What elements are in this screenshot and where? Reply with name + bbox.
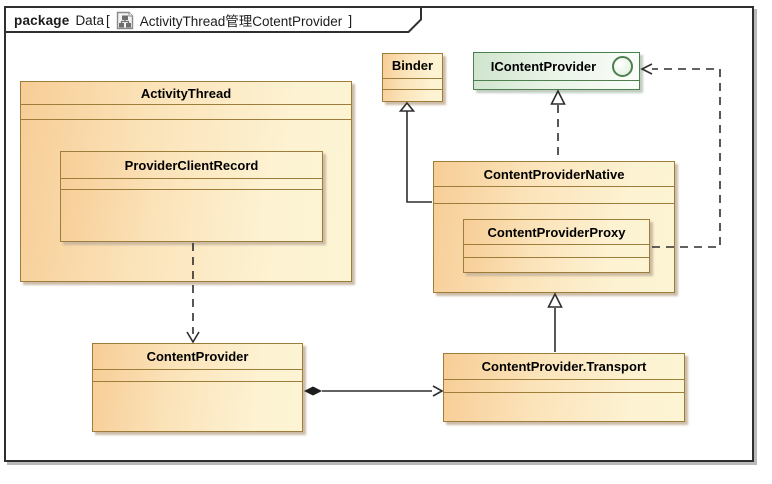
interface-title: IContentProvider bbox=[490, 59, 597, 74]
compartment-separator bbox=[464, 257, 649, 258]
class-contentprovider: ContentProvider bbox=[92, 343, 303, 432]
compartment-separator bbox=[444, 392, 684, 393]
compartment-separator bbox=[21, 104, 351, 105]
interface-ball-icon bbox=[612, 56, 633, 77]
interface-icontentprovider: IContentProvider bbox=[473, 52, 640, 90]
class-title: ContentProvider bbox=[146, 349, 249, 364]
compartment-separator bbox=[434, 186, 674, 187]
compartment-separator bbox=[383, 89, 442, 90]
class-title: ProviderClientRecord bbox=[124, 158, 259, 173]
class-binder: Binder bbox=[382, 53, 443, 102]
compartment-separator bbox=[61, 189, 322, 190]
package-keyword: package bbox=[14, 12, 70, 28]
compartment-separator bbox=[383, 78, 442, 79]
diagram-name: ActivityThread管理CotentProvider bbox=[139, 14, 343, 29]
class-title: ActivityThread bbox=[140, 86, 232, 101]
class-title: ContentProvider.Transport bbox=[481, 359, 647, 374]
class-title: ContentProviderProxy bbox=[487, 225, 626, 240]
class-title: ContentProviderNative bbox=[483, 167, 625, 182]
compartment-separator bbox=[434, 203, 674, 204]
class-title: Binder bbox=[391, 58, 434, 73]
compartment-separator bbox=[464, 244, 649, 245]
class-diagram-icon bbox=[116, 11, 133, 29]
class-contentproviderproxy: ContentProviderProxy bbox=[463, 219, 650, 273]
package-name: Data bbox=[75, 12, 104, 28]
compartment-separator bbox=[21, 119, 351, 120]
class-providerclientrecord: ProviderClientRecord bbox=[60, 151, 323, 242]
compartment-separator bbox=[444, 379, 684, 380]
compartment-separator bbox=[61, 178, 322, 179]
open-bracket: [ bbox=[105, 12, 110, 28]
close-bracket: ] bbox=[348, 12, 353, 28]
compartment-separator bbox=[474, 80, 639, 81]
class-contentprovidertransport: ContentProvider.Transport bbox=[443, 353, 685, 422]
package-tab: package Data [ ActivityThread管理CotentPro… bbox=[14, 10, 352, 30]
compartment-separator bbox=[93, 381, 302, 382]
compartment-separator bbox=[93, 369, 302, 370]
